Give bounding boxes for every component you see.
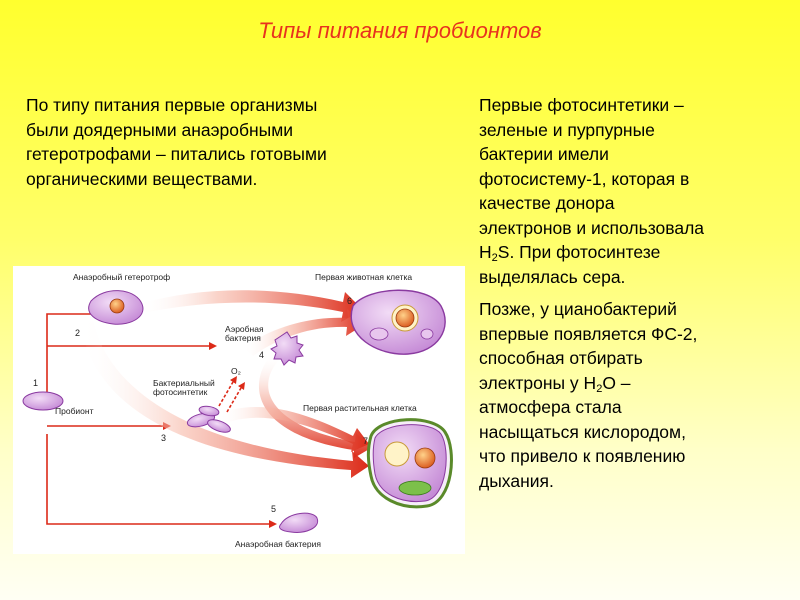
rp1-line5: качестве донора bbox=[479, 193, 615, 213]
right-paragraph-1: Первые фотосинтетики – зеленые и пурпурн… bbox=[479, 93, 789, 289]
label-bacterial-photosynthetic-2: фотосинтетик bbox=[153, 387, 208, 397]
number-1: 1 bbox=[33, 378, 38, 388]
evolution-diagram: Анаэробный гетеротроф Первая животная кл… bbox=[13, 266, 465, 554]
left-line-3: гетеротрофами – питались готовыми bbox=[26, 144, 327, 164]
rp1-line2: зеленые и пурпурные bbox=[479, 119, 655, 140]
rp1-line8: выделялась сера. bbox=[479, 266, 626, 287]
right-text-column: Первые фотосинтетики – зеленые и пурпурн… bbox=[479, 93, 789, 493]
oxygen-arrows bbox=[218, 381, 242, 413]
oxygen-arrowheads bbox=[230, 376, 245, 390]
left-paragraph: По типу питания первые организмы были до… bbox=[26, 93, 446, 191]
number-4: 4 bbox=[259, 350, 264, 360]
anaerobic-heterotroph-cell bbox=[88, 290, 144, 325]
rp1-line3: бактерии имели bbox=[479, 144, 609, 164]
rp2-line4-sub: 2 bbox=[596, 382, 603, 395]
left-line-1: По типу питания первые организмы bbox=[26, 95, 318, 115]
label-aerobic-bacterium-1: Аэробная bbox=[225, 324, 264, 334]
rp1-formula-h: H bbox=[479, 242, 492, 262]
slide-title: Типы питания пробионтов bbox=[258, 18, 542, 43]
label-probiont: Пробионт bbox=[55, 406, 94, 416]
rp2-line8: дыхания. bbox=[479, 470, 554, 491]
number-5: 5 bbox=[271, 504, 276, 514]
label-oxygen: O₂ bbox=[231, 366, 241, 376]
rp2-line3: способная отбирать bbox=[479, 348, 643, 368]
left-line-2: были доядерными анаэробными bbox=[26, 119, 294, 140]
number-3: 3 bbox=[161, 433, 166, 443]
first-animal-cell bbox=[350, 289, 446, 355]
right-paragraph-2: Позже, у цианобактерий впервые появляетс… bbox=[479, 297, 789, 493]
diagram-svg: Анаэробный гетеротроф Первая животная кл… bbox=[22, 272, 453, 549]
rp2-line6: насыщаться кислородом, bbox=[479, 421, 686, 442]
rp2-line5: атмосфера стала bbox=[479, 397, 622, 417]
probiont-cell bbox=[22, 391, 64, 411]
label-first-plant-cell: Первая растительная клетка bbox=[303, 403, 417, 413]
connector-lines bbox=[46, 313, 269, 525]
label-anaerobic-bacterium: Анаэробная бактерия bbox=[235, 539, 321, 549]
rp1-formula-rest: S. При фотосинтезе bbox=[497, 242, 661, 262]
rp2-line2: впервые появляется ФС-2, bbox=[479, 323, 698, 344]
left-line-4: органическими веществами. bbox=[26, 168, 258, 189]
label-bacterial-photosynthetic-1: Бактериальный bbox=[153, 378, 215, 388]
evolution-arrows bbox=[81, 290, 371, 478]
number-6: 6 bbox=[347, 296, 352, 306]
rp1-line6: электронов и использовала bbox=[479, 217, 705, 238]
number-7: 7 bbox=[363, 436, 368, 446]
bacterial-photosynthetic-cells bbox=[186, 405, 231, 433]
label-first-animal-cell: Первая животная клетка bbox=[315, 272, 412, 282]
number-2: 2 bbox=[75, 328, 80, 338]
label-aerobic-bacterium-2: бактерия bbox=[225, 333, 261, 343]
first-plant-cell bbox=[366, 418, 453, 509]
anaerobic-bacterium-cell bbox=[278, 512, 319, 533]
rp2-line7: что привело к появлению bbox=[479, 446, 686, 466]
aerobic-bacterium bbox=[270, 331, 304, 366]
rp1-line4: фотосистему-1, которая в bbox=[479, 168, 690, 189]
rp1-line1: Первые фотосинтетики – bbox=[479, 95, 684, 115]
label-anaerobic-heterotroph: Анаэробный гетеротроф bbox=[73, 272, 170, 282]
rp2-line1: Позже, у цианобактерий bbox=[479, 299, 677, 319]
rp1-formula-sub: 2 bbox=[491, 252, 498, 264]
rp2-line4a: электроны у H bbox=[479, 372, 597, 393]
rp2-line4b: O – bbox=[602, 372, 631, 393]
